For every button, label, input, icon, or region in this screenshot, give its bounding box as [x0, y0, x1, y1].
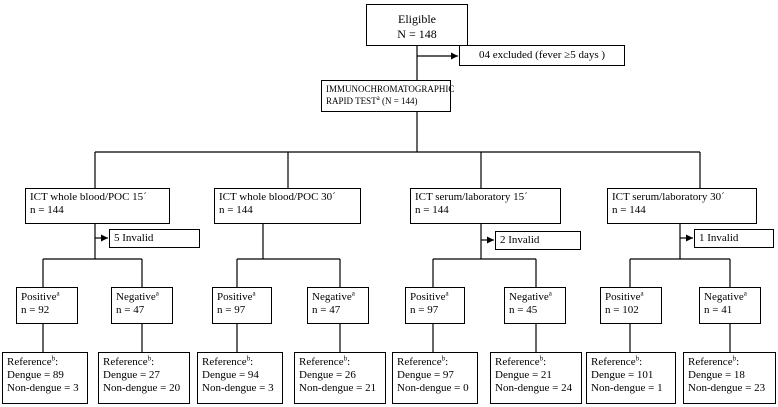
arm2-negative-n: n = 47	[312, 304, 341, 316]
arm3-positive-box: Positivea n = 97	[405, 287, 465, 324]
arm2-title: ICT whole blood/POC 30´	[219, 191, 336, 203]
arm2-negative-label: Negativea	[312, 289, 355, 303]
arm4-ref-neg-box: Referenceb: Dengue = 18 Non-dengue = 23	[683, 352, 776, 404]
arm4-ref-pos-box: Referenceb: Dengue = 101 Non-dengue = 1	[586, 352, 676, 404]
arm4-ref-neg-label: Referenceb:	[688, 354, 740, 368]
arm1-n: n = 144	[30, 204, 64, 216]
arm4-ref-pos-dengue: Dengue = 101	[591, 369, 654, 381]
arm1-ref-pos-dengue: Dengue = 89	[7, 369, 64, 381]
arm3-ref-neg-nondengue: Non-dengue = 24	[495, 382, 573, 394]
excluded-box: 04 excluded (fever ≥5 days )	[459, 45, 625, 66]
arm1-title: ICT whole blood/POC 15´	[30, 191, 147, 203]
arm3-invalid-box: 2 Invalid	[495, 231, 581, 250]
arm1-negative-n: n = 47	[116, 304, 145, 316]
arm1-positive-box: Positivea n = 92	[16, 287, 78, 324]
arm1-positive-label: Positivea	[21, 289, 60, 303]
arm1-ref-neg-nondengue: Non-dengue = 20	[103, 382, 181, 394]
arm2-positive-label: Positivea	[217, 289, 256, 303]
arm3-title-box: ICT serum/laboratory 15´ n = 144	[410, 188, 561, 224]
arm4-ref-pos-label: Referenceb:	[591, 354, 643, 368]
arm2-positive-n: n = 97	[217, 304, 246, 316]
arm3-ref-pos-label: Referenceb:	[397, 354, 449, 368]
arm4-positive-n: n = 102	[605, 304, 639, 316]
arm2-ref-pos-box: Referenceb: Dengue = 94 Non-dengue = 3	[197, 352, 283, 404]
eligible-label: Eligible	[398, 12, 436, 26]
arm3-ref-neg-label: Referenceb:	[495, 354, 547, 368]
arm3-n: n = 144	[415, 204, 449, 216]
arm4-n: n = 144	[612, 204, 646, 216]
arm2-ref-neg-box: Referenceb: Dengue = 26 Non-dengue = 21	[294, 352, 386, 404]
arm1-ref-pos-box: Referenceb: Dengue = 89 Non-dengue = 3	[2, 352, 88, 404]
eligible-box: Eligible N = 148	[366, 4, 468, 46]
arm3-invalid: 2 Invalid	[500, 234, 540, 246]
ict-line2: RAPID TESTa (N = 144)	[326, 94, 418, 107]
arm2-ref-pos-label: Referenceb:	[202, 354, 254, 368]
arm4-ref-pos-nondengue: Non-dengue = 1	[591, 382, 663, 394]
arm4-positive-label: Positivea	[605, 289, 644, 303]
arm2-ref-neg-nondengue: Non-dengue = 21	[299, 382, 377, 394]
arm2-title-box: ICT whole blood/POC 30´ n = 144	[214, 188, 361, 224]
arm3-ref-pos-nondengue: Non-dengue = 0	[397, 382, 469, 394]
arm4-title: ICT serum/laboratory 30´	[612, 191, 725, 203]
arm2-positive-box: Positivea n = 97	[212, 287, 272, 324]
ict-line1: IMMUNOCHROMATOGRAPHIC	[326, 84, 455, 94]
arm4-negative-box: Negativea n = 41	[699, 287, 761, 324]
arm1-ref-pos-nondengue: Non-dengue = 3	[7, 382, 79, 394]
arm1-ref-neg-box: Referenceb: Dengue = 27 Non-dengue = 20	[98, 352, 190, 404]
arm1-negative-label: Negativea	[116, 289, 159, 303]
arm3-ref-neg-dengue: Dengue = 21	[495, 369, 552, 381]
excluded-text: 04 excluded (fever ≥5 days )	[478, 49, 606, 61]
arm2-ref-neg-label: Referenceb:	[299, 354, 351, 368]
arm2-n: n = 144	[219, 204, 253, 216]
arm1-invalid: 5 Invalid	[114, 232, 154, 244]
arm3-negative-label: Negativea	[509, 289, 552, 303]
arm3-negative-box: Negativea n = 45	[504, 287, 566, 324]
arm2-negative-box: Negativea n = 47	[307, 287, 369, 324]
arm4-title-box: ICT serum/laboratory 30´ n = 144	[607, 188, 757, 224]
arm1-ref-pos-label: Referenceb:	[7, 354, 59, 368]
ict-box: IMMUNOCHROMATOGRAPHIC RAPID TESTa (N = 1…	[321, 80, 455, 112]
arm3-ref-neg-box: Referenceb: Dengue = 21 Non-dengue = 24	[490, 352, 582, 404]
arm2-ref-pos-dengue: Dengue = 94	[202, 369, 259, 381]
arm4-invalid-box: 1 Invalid	[694, 229, 774, 248]
arm3-negative-n: n = 45	[509, 304, 538, 316]
arm4-positive-box: Positivea n = 102	[600, 287, 662, 324]
arm3-positive-n: n = 97	[410, 304, 439, 316]
arm1-title-box: ICT whole blood/POC 15´ n = 144	[25, 188, 170, 224]
arm1-positive-n: n = 92	[21, 304, 50, 316]
arm4-invalid: 1 Invalid	[699, 232, 739, 244]
arm4-negative-n: n = 41	[704, 304, 733, 316]
arm4-ref-neg-dengue: Dengue = 18	[688, 369, 745, 381]
arm1-invalid-box: 5 Invalid	[109, 229, 200, 248]
arm3-title: ICT serum/laboratory 15´	[415, 191, 528, 203]
arm3-ref-pos-box: Referenceb: Dengue = 97 Non-dengue = 0	[392, 352, 478, 404]
arm1-ref-neg-dengue: Dengue = 27	[103, 369, 160, 381]
arm2-ref-neg-dengue: Dengue = 26	[299, 369, 356, 381]
arm3-ref-pos-dengue: Dengue = 97	[397, 369, 454, 381]
arm1-negative-box: Negativea n = 47	[111, 287, 173, 324]
arm4-negative-label: Negativea	[704, 289, 747, 303]
arm4-ref-neg-nondengue: Non-dengue = 23	[688, 382, 766, 394]
arm2-ref-pos-nondengue: Non-dengue = 3	[202, 382, 274, 394]
arm3-positive-label: Positivea	[410, 289, 449, 303]
arm1-ref-neg-label: Referenceb:	[103, 354, 155, 368]
eligible-count: N = 148	[397, 27, 437, 41]
